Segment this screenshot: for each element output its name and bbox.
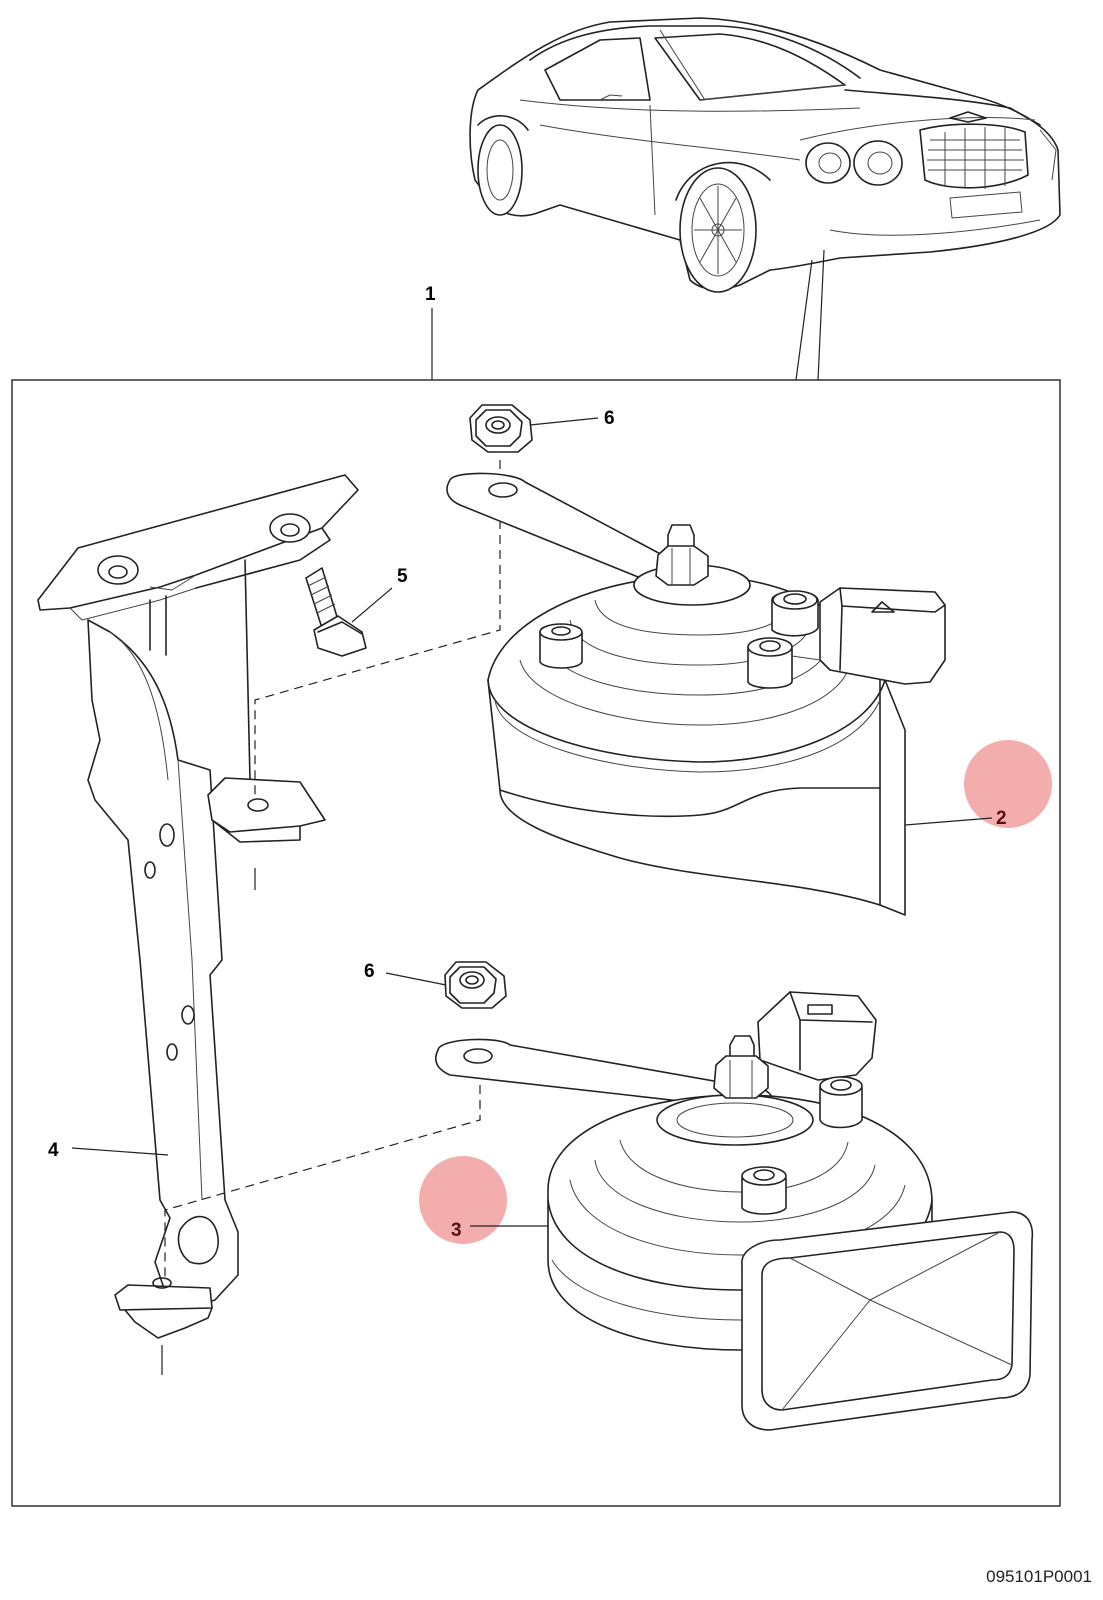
highlight-callout-3	[419, 1156, 507, 1244]
callout-3: 3	[451, 1220, 462, 1241]
callout-6-lower: 6	[364, 961, 375, 982]
horn-part-3	[435, 991, 1034, 1431]
bracket-part-4	[37, 474, 359, 1375]
assembly-line-lower	[164, 1070, 481, 1280]
bolt-part-5	[305, 567, 367, 657]
horn-part-2	[446, 472, 946, 916]
callout-2-leader	[904, 817, 993, 826]
callout-2: 2	[996, 808, 1007, 829]
car-illustration	[469, 17, 1061, 381]
nut-part-6-lower	[444, 961, 507, 1009]
callout-5: 5	[397, 566, 408, 587]
callout-5-leader	[351, 587, 393, 623]
document-number: 095101P0001	[986, 1567, 1092, 1586]
assembly-frame	[11, 379, 1061, 1507]
nut-part-6-upper	[469, 404, 533, 453]
assembly-line-upper	[254, 460, 501, 795]
callout-1: 1	[425, 284, 436, 305]
callout-6-upper: 6	[604, 408, 615, 429]
callout-4-leader	[71, 1147, 169, 1156]
callout-6-lower-leader	[385, 972, 447, 986]
callout-6-upper-leader	[529, 417, 599, 426]
callout-4: 4	[48, 1140, 59, 1161]
highlight-callout-2	[964, 740, 1052, 828]
